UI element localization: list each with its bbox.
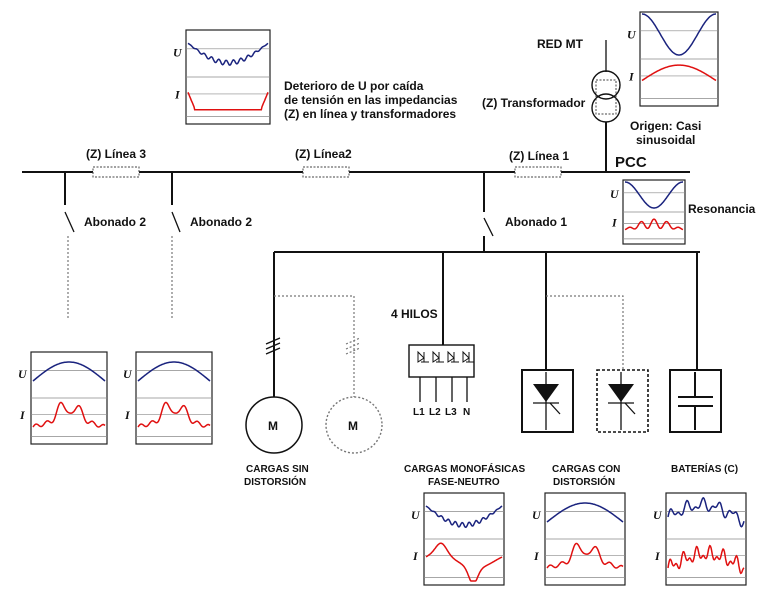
wave-resonancia-current-trace	[624, 218, 684, 231]
wave-con-u-label: U	[532, 508, 542, 522]
wave-abonado2b: UI	[123, 351, 213, 445]
thyristor2-gate	[624, 402, 636, 415]
wave-deterioro-voltage-trace	[187, 42, 269, 66]
wave-mono-current-trace	[425, 542, 503, 582]
motor2-hatch-3	[345, 347, 361, 355]
wave-abonado2b-current-trace	[137, 401, 211, 428]
red-mt-label: RED MT	[537, 37, 584, 51]
thyristor2-feed	[546, 295, 624, 370]
abonado2a-switch	[64, 211, 75, 233]
wave-baterias-u-label: U	[653, 508, 663, 522]
linea1-label: (Z) Línea 1	[509, 149, 569, 163]
resonancia-label: Resonancia	[688, 202, 756, 216]
wave-con: UI	[532, 492, 626, 586]
n-label: N	[463, 407, 470, 418]
wave-deterioro: UI	[173, 29, 271, 125]
wave-abonado2b-voltage-trace	[137, 361, 211, 382]
abonado2a-label: Abonado 2	[84, 215, 146, 229]
hilos-diodes	[417, 350, 474, 363]
abonado1-label: Abonado 1	[505, 215, 567, 229]
pcc-label: PCC	[615, 154, 647, 171]
cargas-sin-label-1: CARGAS SIN	[246, 464, 309, 475]
abonado1-switch	[483, 217, 494, 237]
wave-resonancia-i-label: I	[611, 216, 618, 230]
mono-label-1: CARGAS MONOFÁSICAS	[404, 462, 525, 475]
wave-baterias-voltage-trace	[667, 497, 745, 528]
motor1-hatch-1	[265, 337, 281, 345]
wave-resonancia-voltage-trace	[625, 181, 683, 209]
baterias-label: BATERÍAS (C)	[671, 462, 738, 475]
l3-label: L3	[445, 407, 457, 418]
wave-deterioro-u-label: U	[173, 45, 183, 59]
deterioro-label-3: (Z) en línea y transformadores	[284, 107, 456, 121]
impedance-linea3	[92, 166, 140, 178]
wave-abonado2a-i-label: I	[19, 408, 26, 422]
thyristor2-box	[596, 369, 649, 433]
l2-label: L2	[429, 407, 441, 418]
motor1-hatch-2	[265, 342, 281, 350]
cuatro-hilos-label: 4 HILOS	[391, 307, 438, 321]
wave-abonado2a-voltage-trace	[32, 361, 106, 382]
origen-label-2: sinusoidal	[636, 133, 695, 147]
wave-abonado2b-u-label: U	[123, 367, 133, 381]
con-label-2: DISTORSIÓN	[553, 475, 615, 488]
wave-origen: UI	[627, 11, 719, 107]
deterioro-label-2: de tensión en las impedancias	[284, 93, 458, 107]
motor2-circle	[325, 396, 383, 454]
linea3-label: (Z) Línea 3	[86, 147, 146, 161]
cargas-sin-label-2: DISTORSIÓN	[244, 475, 306, 488]
wave-origen-current-trace	[641, 64, 717, 82]
wave-con-i-label: I	[533, 549, 540, 563]
transformer-coil-top	[591, 70, 621, 100]
mono-label-2: FASE-NEUTRO	[428, 477, 500, 488]
wave-mono-i-label: I	[412, 549, 419, 563]
wave-resonancia-u-label: U	[610, 187, 620, 201]
motor1-circle	[245, 396, 303, 454]
thyristor1-gate	[549, 402, 561, 415]
wave-resonancia: UI	[610, 179, 686, 245]
l1-label: L1	[413, 407, 425, 418]
motor2-feed	[274, 295, 355, 398]
wave-con-current-trace	[546, 542, 624, 569]
con-label-1: CARGAS CON	[552, 464, 620, 475]
linea2-label: (Z) Línea2	[295, 147, 352, 161]
motor2-label: M	[348, 419, 358, 433]
wave-baterias-current-trace	[667, 544, 745, 575]
wave-baterias: UI	[653, 492, 747, 586]
wave-origen-i-label: I	[628, 70, 635, 84]
wave-abonado2a-current-trace	[32, 401, 106, 428]
motor2-hatch-1	[345, 337, 361, 345]
wave-mono: UI	[411, 492, 505, 586]
wave-deterioro-current-trace	[187, 91, 269, 111]
motor1-hatch-3	[265, 347, 281, 355]
impedance-linea1	[514, 166, 562, 178]
motor2-hatch-2	[345, 342, 361, 350]
wave-abonado2a: UI	[18, 351, 108, 445]
deterioro-label-1: Deterioro de U por caída	[284, 79, 424, 93]
wave-deterioro-i-label: I	[174, 88, 181, 102]
wave-abonado2a-u-label: U	[18, 367, 28, 381]
wave-con-voltage-trace	[546, 502, 624, 523]
transformer-coil-bottom	[591, 93, 621, 123]
abonado2b-label: Abonado 2	[190, 215, 252, 229]
impedance-linea2	[302, 166, 350, 178]
wave-origen-u-label: U	[627, 27, 637, 41]
transformador-label: (Z) Transformador	[482, 96, 586, 110]
thyristor1-box	[521, 369, 574, 433]
transformer-impedance	[595, 79, 617, 115]
wave-origen-voltage-trace	[642, 13, 716, 56]
motor1-label: M	[268, 419, 278, 433]
wave-mono-u-label: U	[411, 508, 421, 522]
wave-baterias-i-label: I	[654, 549, 661, 563]
abonado2b-switch	[171, 211, 181, 233]
wave-mono-voltage-trace	[425, 505, 503, 529]
wave-abonado2b-i-label: I	[124, 408, 131, 422]
origen-label-1: Origen: Casi	[630, 119, 701, 133]
